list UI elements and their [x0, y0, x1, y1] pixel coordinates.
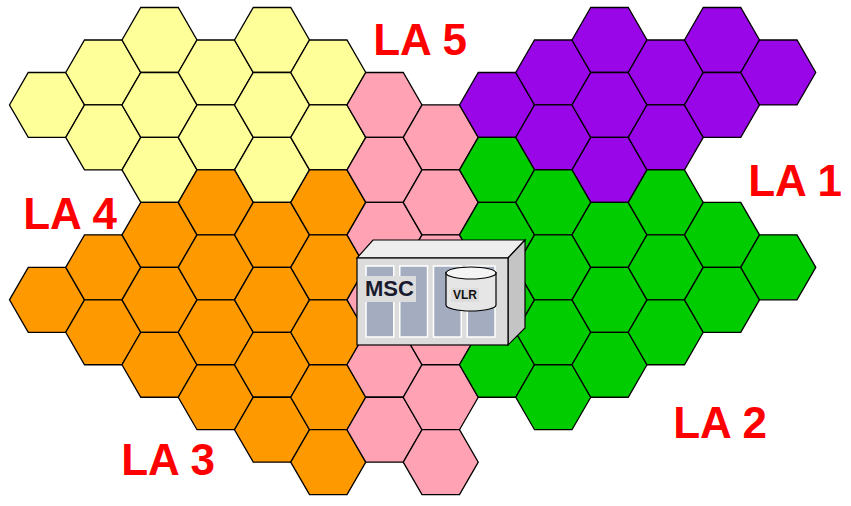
- building-top: [357, 240, 525, 258]
- vlr-database: VLR: [445, 266, 497, 312]
- radio-cell: [741, 235, 816, 300]
- cylinder-top: [446, 267, 496, 279]
- location-area-label: LA 3: [121, 438, 215, 482]
- building-front: [357, 258, 508, 345]
- radio-cell: [403, 430, 478, 495]
- node-name: MSC: [363, 276, 416, 302]
- location-area-label: LA 5: [373, 18, 467, 62]
- location-area-label: LA 4: [23, 192, 117, 236]
- database-name: VLR: [451, 288, 479, 302]
- location-area-label: LA 1: [748, 159, 842, 203]
- building-side: [508, 240, 525, 345]
- msc-building: MSC VLR: [357, 258, 508, 345]
- radio-cell: [741, 40, 816, 105]
- location-area-label: LA 2: [673, 401, 767, 445]
- cell-group: [10, 8, 816, 495]
